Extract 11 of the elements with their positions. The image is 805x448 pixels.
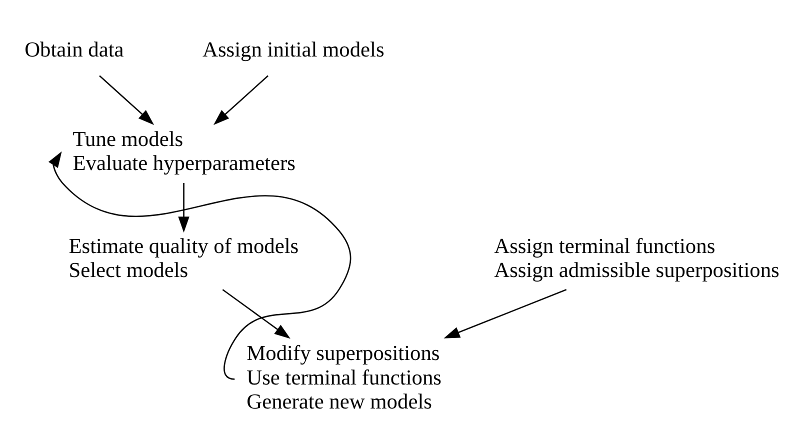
node-text: Obtain data [24,38,124,62]
node-text: Tune models Evaluate hyperparameters [72,127,296,176]
arrow [444,289,567,338]
arrow [213,75,268,125]
node-text: Estimate quality of models Select models [68,234,299,282]
node-text: Modify superpositions Use terminal functions Generate new models [246,341,442,414]
arrow [222,289,290,339]
node-text: Assign initial models [202,38,384,62]
node-text: Assign terminal functions Assign admissible superpositions [494,234,780,282]
arrow [178,182,190,233]
arrow [99,75,154,125]
